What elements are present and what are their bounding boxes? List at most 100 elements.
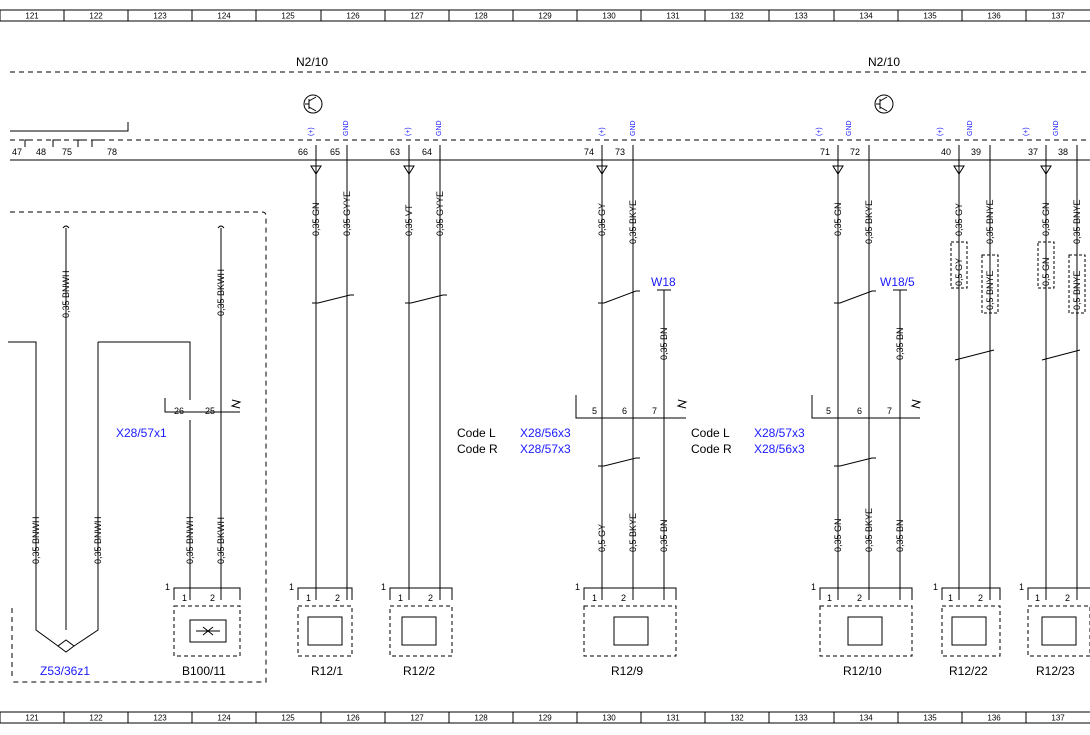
- wire-label: 0,35 VT: [404, 204, 414, 236]
- comp-pin: 1: [381, 582, 386, 592]
- tag-gnd: GND: [846, 120, 853, 136]
- ruler-label: 136: [987, 714, 1001, 723]
- comp-pin: 1: [575, 582, 580, 592]
- comp-pin: 1: [165, 582, 170, 592]
- ruler-label: 129: [538, 12, 552, 21]
- connector-label: X28/56x3: [754, 442, 805, 456]
- ruler-label: 130: [602, 714, 616, 723]
- ruler-label: 132: [730, 12, 744, 21]
- comp-pin: 1: [811, 582, 816, 592]
- pin-26: 26: [174, 406, 184, 416]
- connector-label: X28/57x1: [116, 426, 167, 440]
- ruler-label: 137: [1051, 714, 1065, 723]
- comp-pin: 1: [1019, 582, 1024, 592]
- ruler-label: 136: [987, 12, 1001, 21]
- comp-pin: 1: [289, 582, 294, 592]
- comp-pin: 1: [592, 593, 597, 603]
- wire-label: 0,35 BN: [659, 327, 669, 360]
- wire-label: 0,35 GYYE: [435, 191, 445, 236]
- pin-72: 72: [850, 147, 860, 157]
- module-label-left: N2/10: [296, 55, 328, 69]
- wire-label: 0,5 BKYE: [628, 513, 638, 552]
- code-r-label: Code R: [457, 442, 498, 456]
- pin-37: 37: [1028, 147, 1038, 157]
- wire-label: 0,35 GN: [833, 518, 843, 552]
- pin-7: 7: [652, 406, 657, 416]
- ruler-label: 127: [410, 12, 424, 21]
- wire-label: 0,35 GN: [833, 202, 843, 236]
- wire-label: 0,5 GY: [597, 524, 607, 552]
- tag-gnd: GND: [436, 120, 443, 136]
- pin-6: 6: [622, 406, 627, 416]
- component-r12-2: R12/2: [403, 664, 435, 678]
- comp-pin: 1: [1035, 593, 1040, 603]
- comp-pin: 2: [621, 593, 626, 603]
- wire-label: 0,35 BNWH: [31, 516, 41, 564]
- ruler-label: 123: [153, 12, 167, 21]
- wire-label: 0,35 BKYE: [864, 508, 874, 552]
- tag-plus: (+): [308, 127, 315, 136]
- ruler-label: 134: [859, 12, 873, 21]
- ruler-label: 135: [923, 12, 937, 21]
- connector-label: X28/56x3: [520, 426, 571, 440]
- code-r-label: Code R: [691, 442, 732, 456]
- tag-gnd: GND: [343, 120, 350, 136]
- ruler-label: 124: [217, 12, 231, 21]
- comp-pin: 1: [933, 582, 938, 592]
- pin-75: 75: [62, 147, 72, 157]
- ruler-label: 121: [25, 714, 39, 723]
- ruler-label: 122: [89, 714, 103, 723]
- pin-64: 64: [422, 147, 432, 157]
- comp-pin: 2: [857, 593, 862, 603]
- ruler-label: 131: [666, 714, 680, 723]
- wire-label: 0,35 BN: [895, 519, 905, 552]
- pin-5: 5: [826, 406, 831, 416]
- ruler-label: 129: [538, 714, 552, 723]
- wire-label: 0,35 BKWH: [216, 517, 226, 564]
- component-r12-10: R12/10: [843, 664, 882, 678]
- comp-pin: 2: [335, 593, 340, 603]
- wire-label: 0,35 BNWH: [185, 516, 195, 564]
- wire-label: 0,35 GY: [954, 203, 964, 236]
- ruler-label: 128: [474, 714, 488, 723]
- component-r12-22: R12/22: [949, 664, 988, 678]
- wire-label: 0,35 BNWH: [93, 516, 103, 564]
- wire-label: 0,35 BNYE: [1072, 199, 1082, 244]
- wire-label: 0,35 BNYE: [985, 199, 995, 244]
- tag-plus: (+): [816, 127, 823, 136]
- component-b100-11: B100/11: [182, 664, 226, 678]
- pin-38: 38: [1058, 147, 1068, 157]
- comp-pin: 1: [182, 593, 187, 603]
- ruler-label: 133: [794, 714, 808, 723]
- ruler-label: 126: [346, 714, 360, 723]
- ruler-label: 137: [1051, 12, 1065, 21]
- wire-label: 0,5 GY: [954, 258, 964, 286]
- component-r12-1: R12/1: [311, 664, 343, 678]
- pin-78: 78: [107, 147, 117, 157]
- ruler-label: 126: [346, 12, 360, 21]
- comp-pin: 1: [827, 593, 832, 603]
- wire-label: 0,35 BKYE: [628, 200, 638, 244]
- connector-label: X28/57x3: [754, 426, 805, 440]
- pin-7: 7: [887, 406, 892, 416]
- pin-5: 5: [592, 406, 597, 416]
- code-l-label: Code L: [691, 426, 730, 440]
- tag-plus: (+): [1023, 127, 1030, 136]
- wire-label: 0,5 GN: [1041, 257, 1051, 286]
- wire-label: 0,35 GYYE: [342, 191, 352, 236]
- wire-label: 0,35 BN: [659, 519, 669, 552]
- ruler-label: 123: [153, 714, 167, 723]
- splice-label: Z53/36z1: [40, 664, 90, 678]
- pin-25: 25: [205, 406, 215, 416]
- wire-label: 0,35 BKYE: [864, 200, 874, 244]
- wire-label: 0,35 GY: [597, 203, 607, 236]
- pin-71: 71: [820, 147, 830, 157]
- component-r12-9: R12/9: [611, 664, 643, 678]
- pin-73: 73: [615, 147, 625, 157]
- component-r12-23: R12/23: [1036, 664, 1075, 678]
- tag-gnd: GND: [1053, 120, 1060, 136]
- comp-pin: 1: [948, 593, 953, 603]
- ruler-label: 128: [474, 12, 488, 21]
